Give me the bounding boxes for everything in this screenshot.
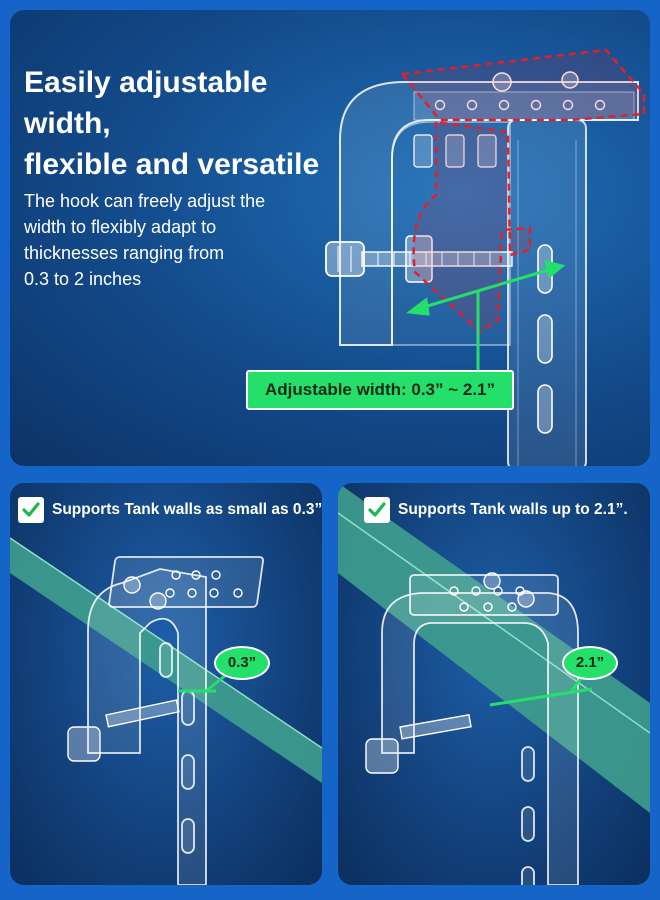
thin-wall-measure-badge: 0.3”	[214, 646, 270, 680]
large-wall-caption-text: Supports Tank walls up to 2.1”.	[398, 501, 628, 518]
hook-body	[381, 574, 579, 885]
check-icon	[18, 497, 44, 523]
description-text: The hook can freely adjust the width to …	[24, 191, 266, 289]
hook-on-thick-wall-illustration	[338, 483, 650, 885]
small-wall-caption: Supports Tank walls as small as 0.3”.	[18, 495, 322, 525]
hook-on-thin-wall-illustration	[10, 537, 322, 885]
hook-vertical-arm	[507, 119, 587, 466]
large-wall-panel: Supports Tank walls up to 2.1”. 2.1”	[338, 483, 650, 885]
small-wall-panel: Supports Tank walls as small as 0.3”. 0.…	[10, 483, 322, 885]
screw	[365, 714, 472, 774]
thick-wall-measure-badge: 2.1”	[562, 646, 618, 680]
adjustable-width-badge: Adjustable width: 0.3” ~ 2.1”	[246, 370, 514, 410]
thick-wall-measure-line	[489, 676, 593, 707]
hook-top-holes	[123, 570, 243, 610]
large-wall-caption: Supports Tank walls up to 2.1”.	[364, 495, 628, 525]
hook-top-holes	[449, 572, 535, 612]
hook-u-clamp	[339, 71, 639, 346]
screw	[67, 699, 180, 762]
adjustable-part-highlight	[399, 48, 646, 334]
thin-wall-measure-line	[178, 673, 227, 693]
headline: Easily adjustable width, flexible and ve…	[24, 66, 320, 181]
thumb-screw	[325, 235, 513, 283]
small-wall-caption-text: Supports Tank walls as small as 0.3”.	[52, 501, 322, 518]
hook-body	[87, 556, 264, 885]
adjustable-hook-illustration	[325, 48, 646, 466]
hero-panel: Easily adjustable width, flexible and ve…	[10, 10, 650, 466]
check-icon	[364, 497, 390, 523]
width-measure-arrow	[406, 259, 566, 372]
